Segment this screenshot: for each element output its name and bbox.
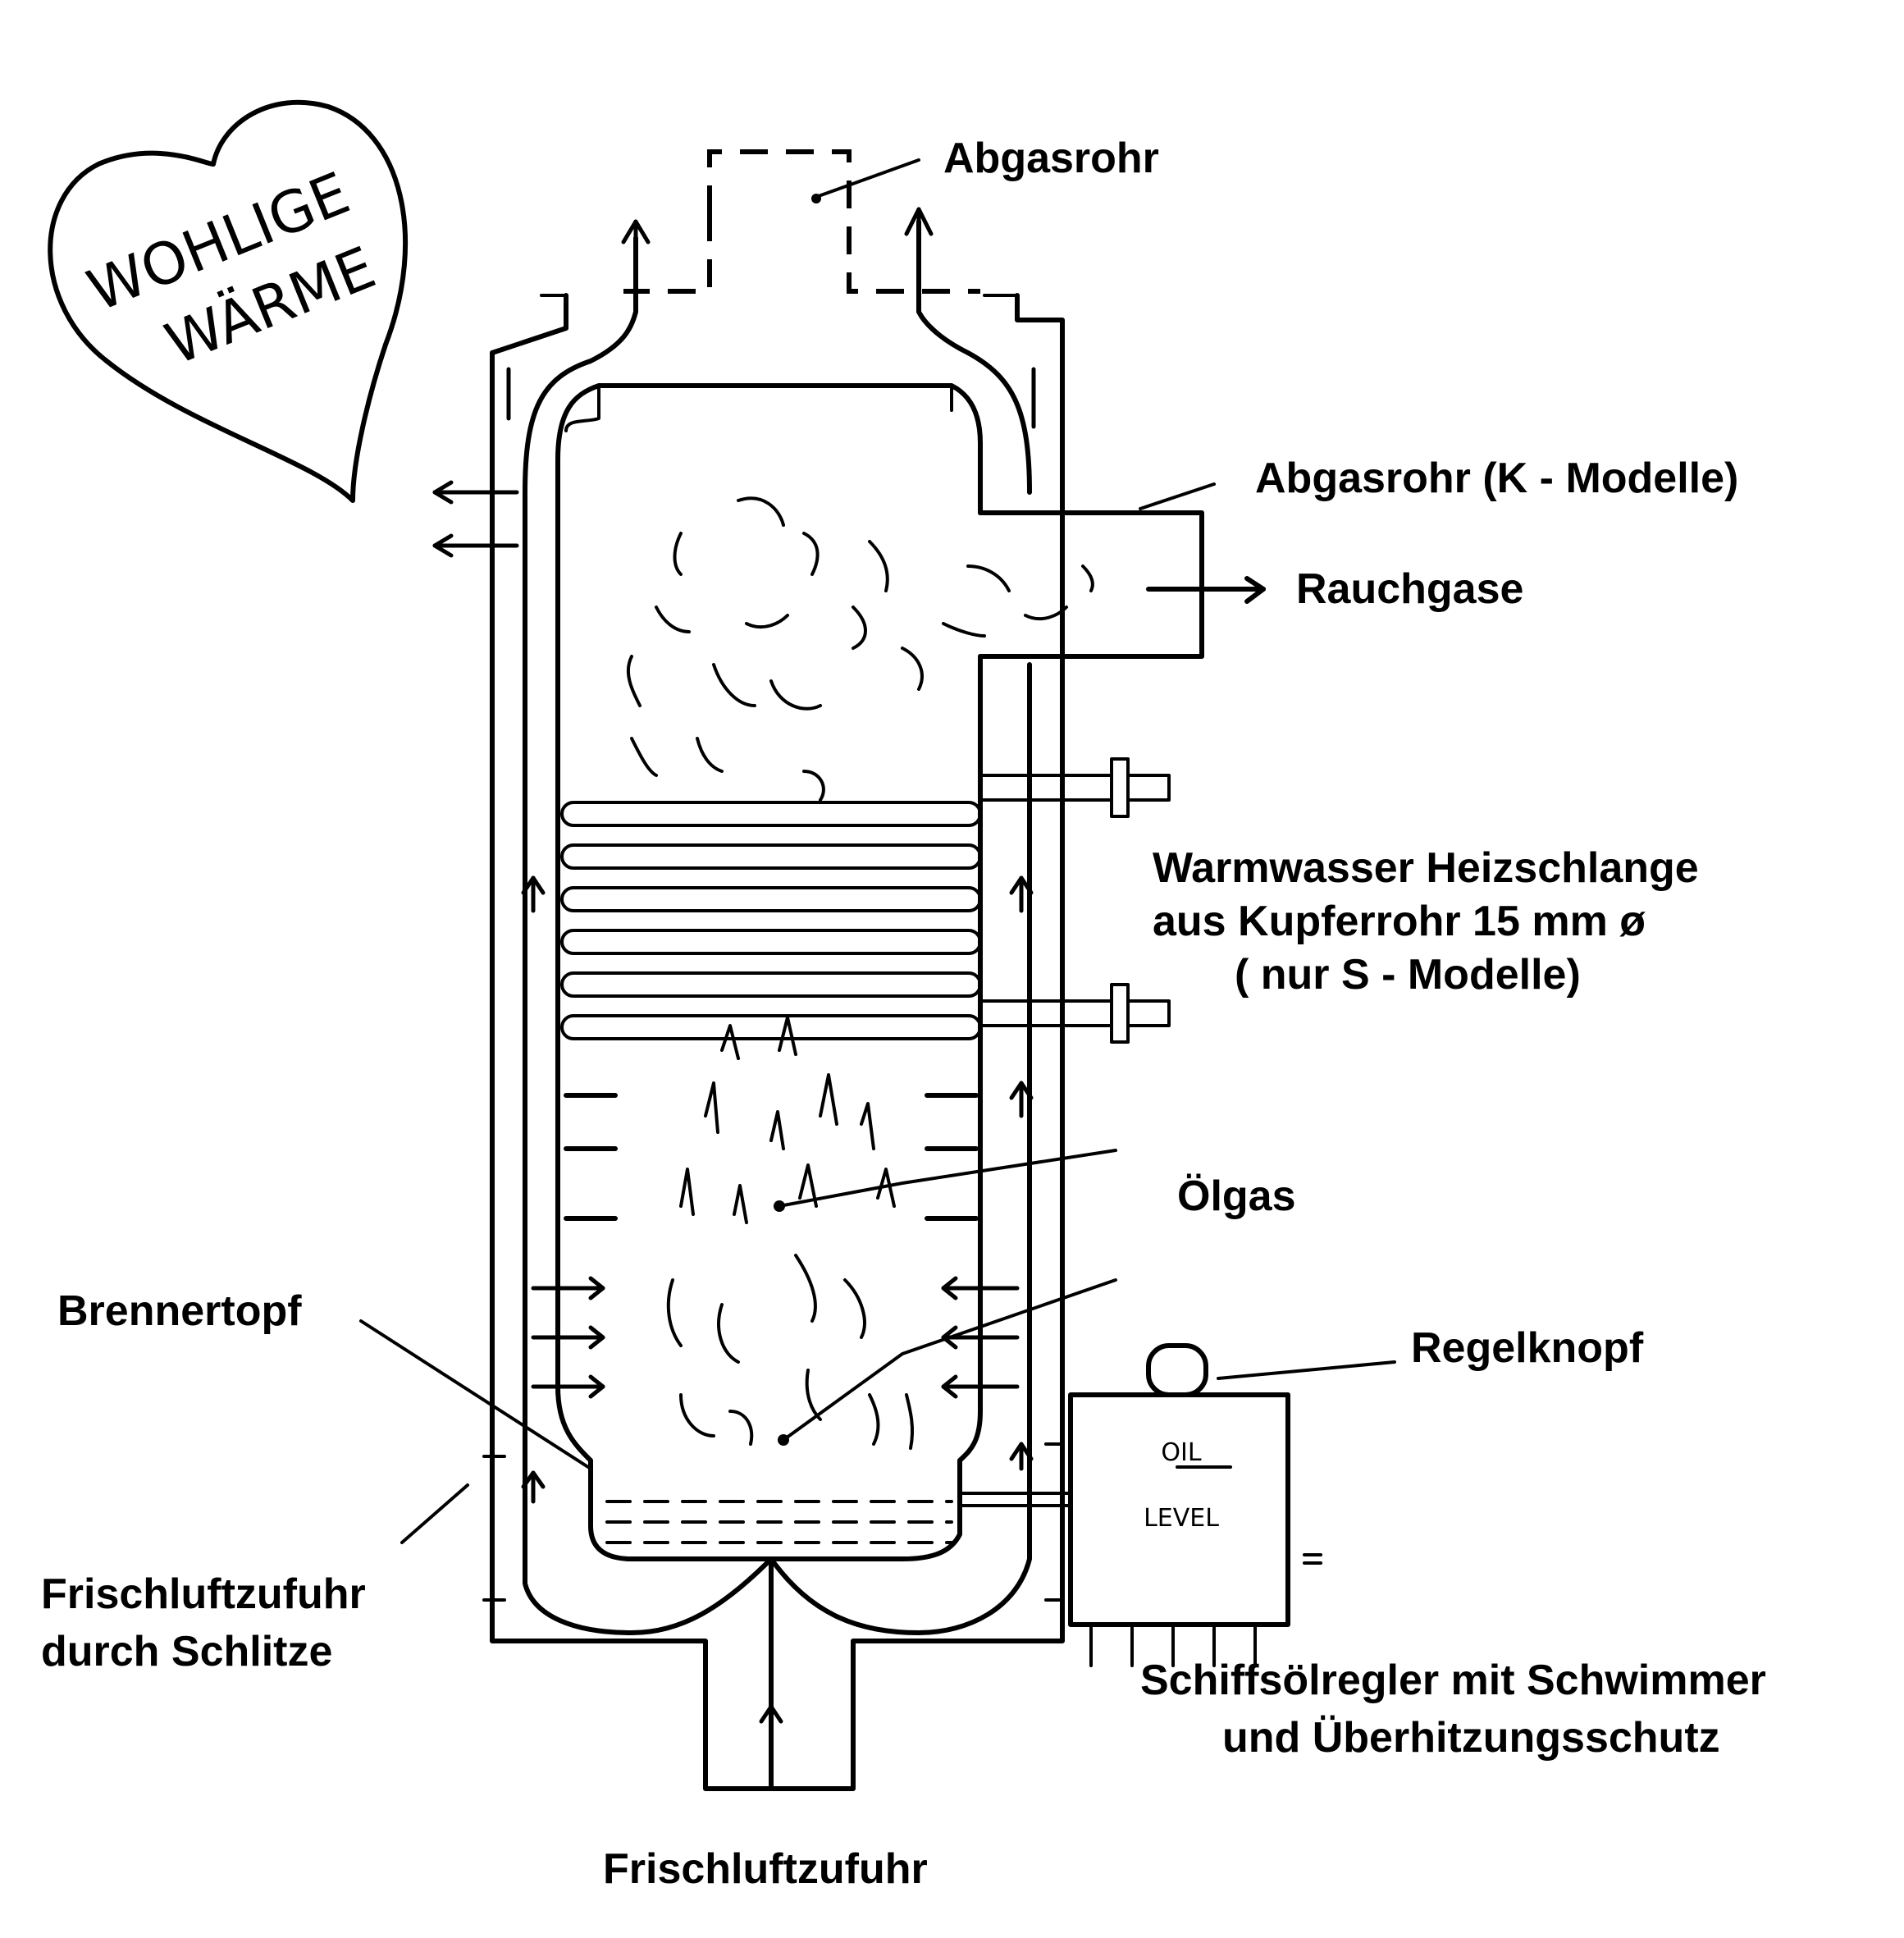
oil-gas-flames xyxy=(679,1016,1117,1224)
combustion-chamber xyxy=(555,383,983,1561)
label-heizschlange-line1: Warmwasser Heizschlange xyxy=(1153,844,1699,892)
top-airflow-arrows xyxy=(506,207,1036,429)
pointer-lines xyxy=(359,482,1216,1602)
label-regelknopf: Regelknopf xyxy=(1411,1324,1644,1372)
heart-outline xyxy=(48,99,408,503)
label-regler-line2: und Überhitzungsschutz xyxy=(1222,1714,1720,1762)
label-brennertopf: Brennertopf xyxy=(57,1287,302,1335)
air-channel-wall xyxy=(523,219,1032,1791)
label-frischluft-schlitze-line2: durch Schlitze xyxy=(41,1628,332,1675)
lower-swirls xyxy=(666,1254,1117,1450)
label-abgasrohr: Abgasrohr xyxy=(943,135,1159,182)
regulator-knob xyxy=(1146,1343,1208,1397)
smoke-swirls xyxy=(626,496,1094,802)
label-frischluft-schlitze-line1: Frischluftzufuhr xyxy=(41,1570,366,1618)
top-exhaust-pipe xyxy=(623,149,980,294)
label-frischluftzufuhr: Frischluftzufuhr xyxy=(603,1845,928,1893)
label-rauchgase: Rauchgase xyxy=(1296,565,1523,613)
label-heizschlange-line3: ( nur S - Modelle) xyxy=(1235,951,1581,999)
oil-regulator: OIL LEVEL xyxy=(958,1343,1396,1667)
inlet-airflow-arrows xyxy=(521,875,1034,1742)
label-heizschlange-line2: aus Kupferrohr 15 mm ø xyxy=(1153,898,1646,945)
label-abgasrohr-k-modelle: Abgasrohr (K - Modelle) xyxy=(1255,455,1738,502)
heart-badge: WOHLIGE WÄRME xyxy=(48,99,408,503)
heating-coil xyxy=(560,757,1171,1044)
baffles xyxy=(564,1093,979,1221)
k-model-exhaust-pipe xyxy=(978,510,1266,659)
regulator-oil-text: OIL xyxy=(1161,1438,1201,1467)
left-outlet-arrows xyxy=(432,480,519,558)
label-regler-line1: Schiffsölregler mit Schwimmer xyxy=(1140,1657,1766,1704)
outer-casing xyxy=(490,293,1065,1791)
oil-surface xyxy=(605,1500,953,1544)
regulator-level-text: LEVEL xyxy=(1144,1504,1219,1533)
label-oelgas: Ölgas xyxy=(1177,1172,1296,1220)
